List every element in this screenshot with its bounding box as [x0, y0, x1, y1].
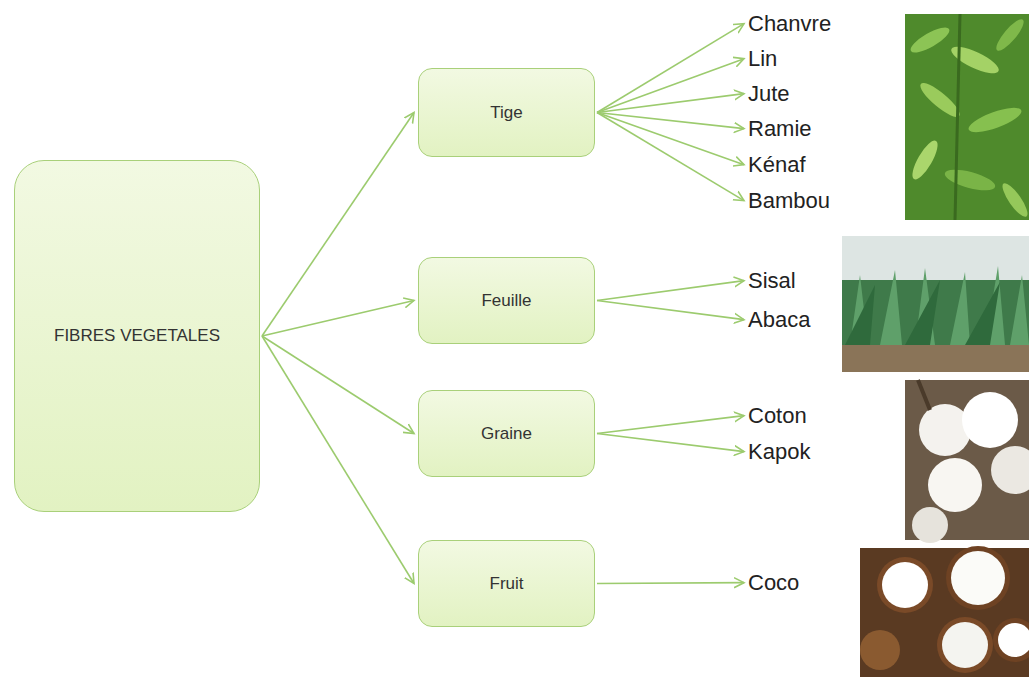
arrow-connector [597, 434, 744, 452]
fibre-label: Kénaf [748, 152, 806, 177]
box-label: Graine [481, 424, 532, 444]
arrow-connector [262, 336, 414, 434]
box-label: Fruit [490, 574, 524, 594]
fibre-name: Ramie [748, 116, 812, 141]
root-box: FIBRES VEGETALES [14, 160, 260, 512]
fibre-name: Bambou [748, 188, 830, 213]
arrow-connector [597, 301, 744, 320]
arrow-connector [262, 113, 414, 337]
fibre-label: Coco [748, 570, 799, 595]
category-box: Tige [418, 68, 595, 157]
fibre-name: Coco [748, 570, 799, 595]
category-box: Feuille [418, 257, 595, 344]
fibre-label: Jute [748, 81, 790, 106]
arrow-connector [597, 416, 744, 434]
fibre-name: Jute [748, 81, 790, 106]
arrow-connector [597, 113, 744, 201]
fibre-name: Abaca [748, 307, 810, 332]
fibre-name: Kapok [748, 439, 810, 464]
fibre-name: Coton [748, 403, 807, 428]
fibre-label: Coton [748, 403, 807, 428]
box-label: Feuille [481, 291, 531, 311]
fibre-label: Lin [748, 46, 777, 71]
fibre-label: Abaca [748, 307, 810, 332]
fibre-label: Ramie [748, 116, 812, 141]
coconut-photo [860, 546, 1029, 677]
sisal-photo [842, 236, 1029, 372]
fibre-label: Bambou [748, 188, 830, 213]
cotton-photo [905, 380, 1029, 543]
arrow-connector [597, 281, 744, 301]
box-label: FIBRES VEGETALES [54, 324, 220, 349]
box-label: Tige [490, 103, 522, 123]
category-box: Graine [418, 390, 595, 477]
fibre-name: Lin [748, 46, 777, 71]
arrow-connector [262, 301, 414, 337]
fibre-name: Sisal [748, 268, 796, 293]
arrow-connector [597, 59, 744, 113]
fibre-label: Chanvre [748, 11, 831, 36]
arrow-connector [597, 94, 744, 113]
fibre-label: Kapok [748, 439, 810, 464]
arrow-connector [597, 582, 744, 584]
fibre-label: Sisal [748, 268, 796, 293]
fibre-name: Kénaf [748, 152, 806, 177]
hemp-photo [905, 14, 1029, 220]
arrow-connector [597, 24, 744, 113]
arrow-connector [262, 336, 414, 584]
fibre-name: Chanvre [748, 11, 831, 36]
category-box: Fruit [418, 540, 595, 627]
